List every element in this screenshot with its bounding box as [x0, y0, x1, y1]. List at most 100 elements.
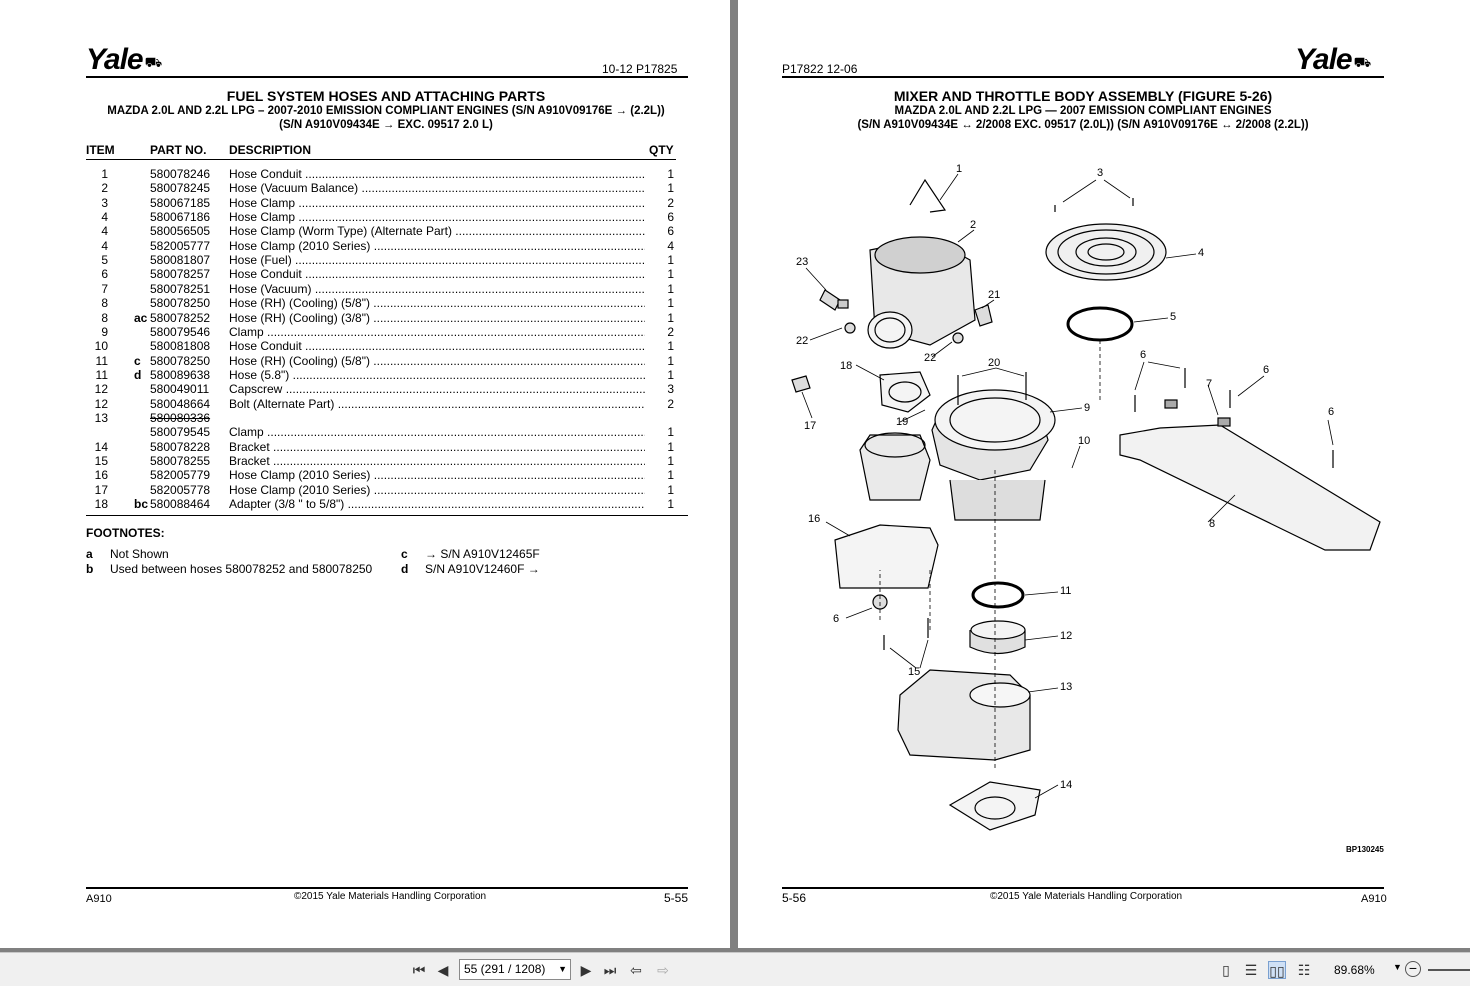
footnote-ref: c	[134, 353, 141, 368]
zoom-slider[interactable]	[1428, 969, 1470, 971]
item-number: 1	[101, 167, 108, 181]
svg-text:5: 5	[1170, 311, 1176, 323]
yale-logo: Yale⛟	[86, 43, 163, 76]
footer-page-number: 5-56	[782, 891, 807, 905]
item-number: 11	[95, 367, 108, 382]
next-page-icon[interactable]: ▶	[580, 962, 592, 978]
quantity: 1	[667, 281, 674, 296]
single-page-view-icon[interactable]: ▯	[1222, 962, 1230, 978]
zoom-out-icon[interactable]: −	[1405, 961, 1421, 977]
table-row: 9580079546Clamp2	[86, 325, 676, 339]
svg-text:20: 20	[988, 357, 1000, 369]
header-rule	[86, 76, 688, 78]
part-number: 580079546	[150, 324, 211, 339]
part-number: 580049011	[150, 382, 210, 397]
previous-page-icon[interactable]: ◀	[437, 962, 449, 978]
item-number: 5	[101, 253, 108, 268]
svg-text:6: 6	[1263, 364, 1269, 376]
column-header-qty: QTY	[649, 143, 674, 157]
continuous-facing-view-icon[interactable]: ☷	[1297, 962, 1311, 978]
svg-text:22: 22	[796, 335, 808, 347]
part-number: 580078250	[150, 296, 211, 311]
document-viewport[interactable]: Yale⛟ 10-12 P17825 FUEL SYSTEM HOSES AND…	[0, 0, 1470, 952]
part-description: Hose Conduit	[229, 267, 645, 281]
column-header-part: PART NO.	[150, 143, 207, 157]
part-description: Hose Conduit	[229, 339, 645, 353]
part-description: Hose Clamp	[229, 196, 645, 210]
part-description: Hose Clamp (2010 Series)	[229, 468, 645, 482]
part-description: Bracket	[229, 440, 645, 454]
table-row: 14580078228Bracket1	[86, 440, 676, 454]
svg-text:7: 7	[1206, 378, 1212, 390]
item-number: 4	[101, 210, 108, 225]
item-number: 11	[95, 353, 108, 368]
part-number: 580078255	[150, 454, 211, 468]
quantity: 1	[667, 353, 674, 368]
part-number: 580078245	[150, 181, 211, 196]
quantity: 1	[667, 310, 674, 325]
last-page-icon[interactable]: ⏭	[603, 962, 617, 978]
continuous-view-icon[interactable]: ☰	[1244, 962, 1258, 978]
part-number: 580078252	[150, 310, 211, 325]
svg-text:18: 18	[840, 360, 852, 372]
first-page-icon[interactable]: ⏮	[412, 962, 426, 978]
svg-text:10: 10	[1078, 435, 1090, 447]
item-number: 12	[94, 396, 108, 411]
quantity: 6	[667, 210, 674, 225]
quantity: 1	[667, 296, 674, 311]
part-description: Hose (Vacuum)	[229, 282, 645, 296]
item-number: 18	[94, 497, 108, 512]
facing-pages-view-icon[interactable]: ▯▯	[1268, 961, 1286, 979]
part-number: 580078257	[150, 267, 211, 282]
quantity: 1	[667, 439, 674, 454]
item-number: 14	[94, 439, 108, 454]
page-number-select[interactable]: 55 (291 / 1208)▼	[459, 959, 571, 980]
svg-text:16: 16	[808, 513, 820, 525]
part-number: 580088464	[150, 497, 211, 512]
footer-rule	[782, 887, 1384, 889]
svg-text:21: 21	[988, 289, 1000, 301]
quantity: 2	[667, 195, 674, 210]
svg-text:6: 6	[833, 613, 839, 625]
item-number: 12	[94, 382, 108, 397]
go-forward-view-icon[interactable]: ⇨	[657, 962, 669, 978]
footer-model: A910	[86, 893, 112, 905]
part-description: Clamp	[229, 325, 645, 339]
item-number: 17	[94, 482, 108, 497]
part-number: 580081807	[150, 253, 211, 268]
zoom-level[interactable]: 89.68%	[1334, 963, 1375, 977]
page-title: FUEL SYSTEM HOSES AND ATTACHING PARTS	[226, 88, 546, 104]
footnote-ref: ac	[134, 310, 148, 325]
forklift-icon: ⛟	[144, 54, 163, 70]
figure-code: BP130245	[1346, 845, 1384, 854]
table-row: 15580078255Bracket1	[86, 454, 676, 468]
quantity: 2	[667, 396, 674, 411]
part-number: 580080336	[150, 410, 211, 425]
zoom-dropdown-icon[interactable]: ▼	[1393, 962, 1402, 972]
part-description: Hose (RH) (Cooling) (3/8")	[229, 311, 645, 325]
quantity: 3	[667, 382, 674, 397]
item-number: 6	[101, 267, 108, 282]
page-subtitle: (S/N A910V09434E ↔ 2/2008 EXC. 09517 (2.…	[857, 119, 1309, 131]
quantity: 4	[667, 238, 674, 253]
exploded-parts-diagram: 1 2 3 4 5 6 6 6 6 7 8 9 10 11 12 13 14 1…	[791, 163, 1381, 831]
part-description: Hose Conduit	[229, 167, 645, 181]
part-description: Hose (5.8")	[229, 368, 645, 382]
go-back-view-icon[interactable]: ⇦	[630, 962, 642, 978]
footer-rule	[86, 887, 688, 889]
part-number: 580048664	[150, 396, 211, 411]
svg-text:14: 14	[1060, 779, 1072, 791]
part-number: 582005777	[150, 238, 211, 253]
item-number: 15	[94, 454, 108, 468]
